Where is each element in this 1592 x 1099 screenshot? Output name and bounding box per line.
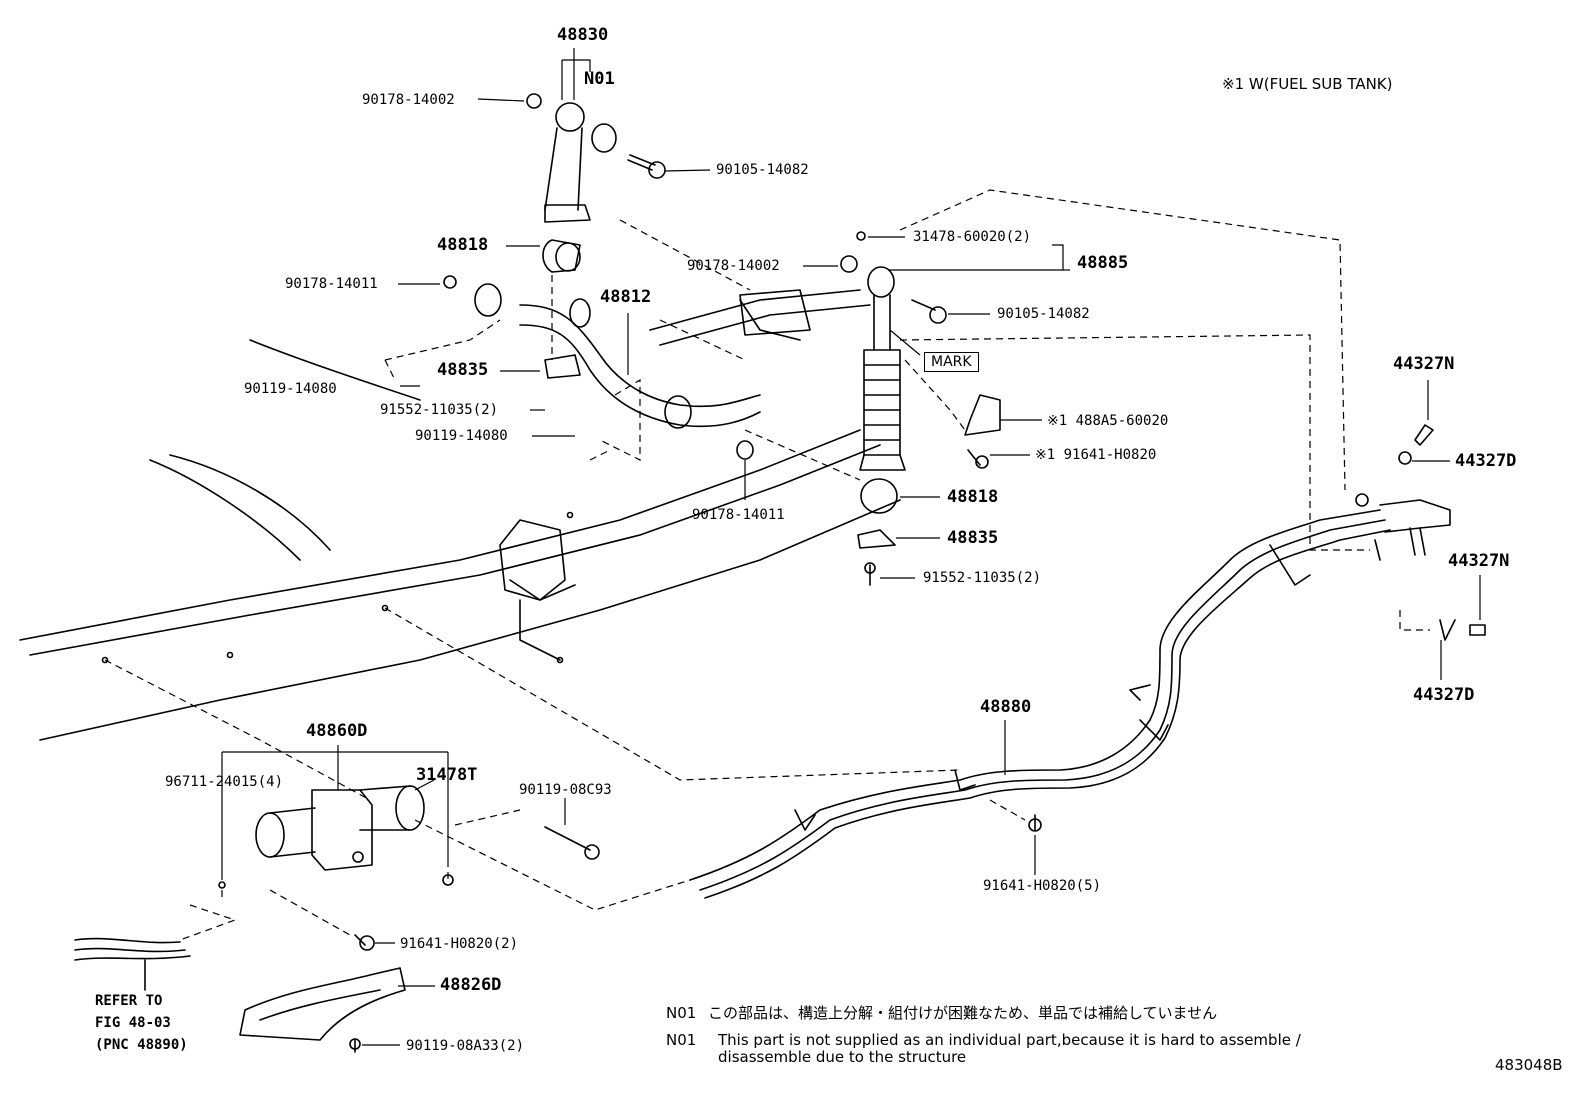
label-48880: 48880	[980, 697, 1032, 717]
label-48812: 48812	[600, 287, 652, 307]
protector-cover	[239, 967, 406, 1053]
label-91552-11035-right: 91552-11035(2)	[923, 570, 1042, 586]
label-90178-14011-left: 90178-14011	[285, 276, 378, 292]
label-90119-14080-upper: 90119-14080	[244, 381, 337, 397]
n01-en-key: N01	[666, 1031, 697, 1049]
mark-label: MARK	[924, 352, 979, 372]
label-48818-right: 48818	[947, 487, 999, 507]
label-44327d-upper: 44327D	[1455, 451, 1517, 471]
label-48830: 48830	[557, 25, 609, 45]
label-44327n-lower: 44327N	[1448, 551, 1510, 571]
label-44327d-lower: 44327D	[1413, 685, 1475, 705]
label-91641-h0820-2: 91641-H0820(2)	[400, 936, 519, 952]
figure-id: 483048B	[1495, 1056, 1563, 1074]
label-91641-h0820-sub: ※1 91641-H0820	[1035, 447, 1157, 463]
label-48835-left: 48835	[437, 360, 489, 380]
refer-hoses	[74, 937, 191, 991]
n01-en-text-2: disassemble due to the structure	[718, 1048, 967, 1066]
label-90178-14002-mid: 90178-14002	[687, 258, 780, 274]
label-90119-08c93: 90119-08C93	[519, 782, 612, 798]
stabilizer-link	[526, 93, 666, 223]
sub-tank-bracket	[964, 394, 1001, 469]
label-48860d: 48860D	[306, 721, 368, 741]
n01-jp-key: N01	[666, 1004, 697, 1022]
fuel-hose-assembly	[689, 424, 1486, 899]
n01-en-text-1: This part is not supplied as an individu…	[718, 1031, 1301, 1049]
shock-absorber	[739, 231, 947, 471]
label-44327n-upper: 44327N	[1393, 354, 1455, 374]
label-31478-60020: 31478-60020(2)	[913, 229, 1032, 245]
label-91552-11035-left: 91552-11035(2)	[380, 402, 499, 418]
n01-jp-text: この部品は、構造上分解・組付けが困難なため、単品では補給していません	[708, 1004, 1218, 1022]
label-90105-14082-upper: 90105-14082	[716, 162, 809, 178]
label-48826d: 48826D	[440, 975, 502, 995]
label-90119-08a33: 90119-08A33(2)	[406, 1038, 525, 1054]
label-31478t: 31478T	[416, 765, 478, 785]
label-48818-left: 48818	[437, 235, 489, 255]
label-96711-24015: 96711-24015(4)	[165, 774, 284, 790]
label-n01: N01	[584, 69, 615, 89]
label-48835-right: 48835	[947, 528, 999, 548]
label-488a5-60020: ※1 488A5-60020	[1047, 413, 1169, 429]
valve-assembly	[218, 785, 600, 951]
header-note: ※1 W(FUEL SUB TANK)	[1222, 75, 1393, 93]
label-91641-h0820-5: 91641-H0820(5)	[983, 878, 1102, 894]
refer-note: REFER TO FIG 48-03 (PNC 48890)	[95, 993, 188, 1053]
stabilizer-bar	[443, 275, 761, 460]
bushing-right	[857, 478, 898, 586]
label-90105-14082-right: 90105-14082	[997, 306, 1090, 322]
label-90178-14002-upper: 90178-14002	[362, 92, 455, 108]
vehicle-frame	[19, 289, 901, 741]
label-90178-14011-lower: 90178-14011	[692, 507, 785, 523]
label-90119-14080-lower: 90119-14080	[415, 428, 508, 444]
bushing-left	[542, 239, 581, 273]
label-48885: 48885	[1077, 253, 1129, 273]
